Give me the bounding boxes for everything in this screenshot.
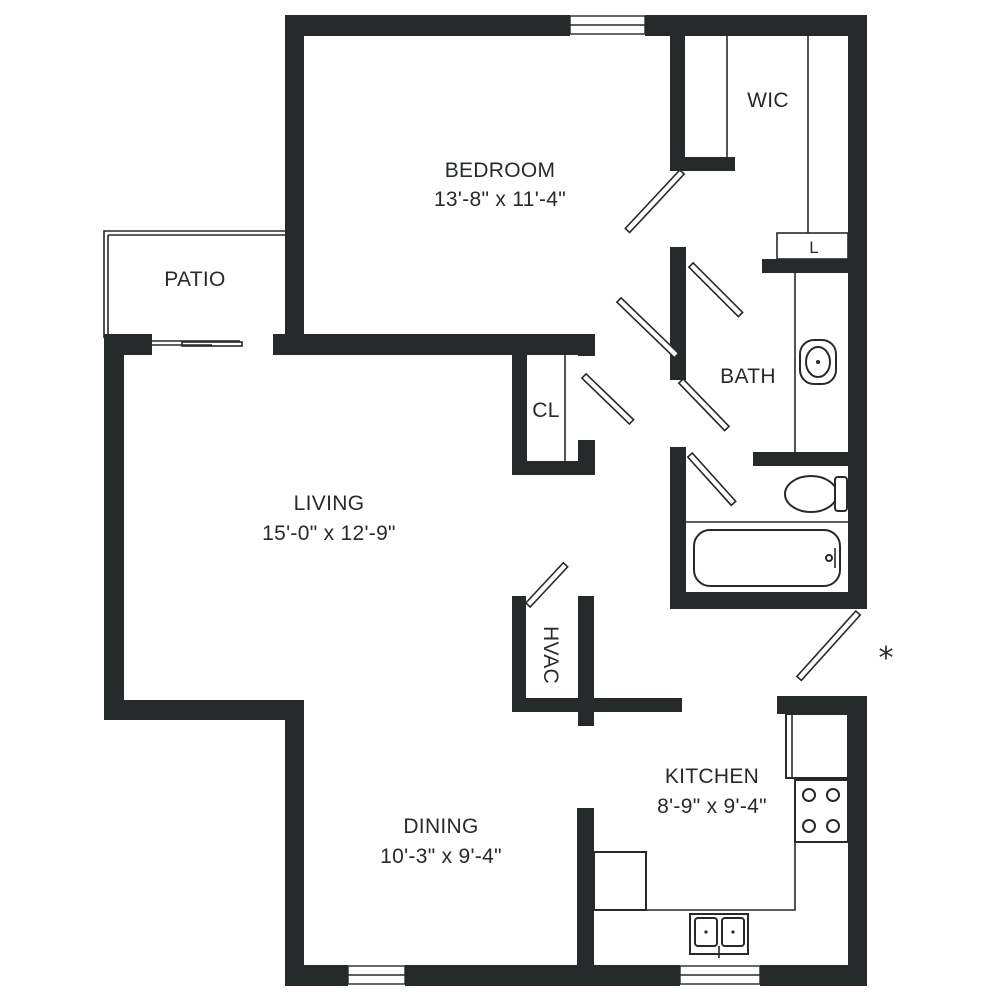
living-size: 15'-0" x 12'-9"	[262, 522, 396, 545]
refrigerator-icon	[785, 713, 849, 779]
closet-name: CL	[532, 399, 559, 422]
bathtub-icon	[686, 521, 848, 587]
patio-sliding-door[interactable]	[152, 340, 243, 347]
room-labels: BEDROOM 13'-8" x 11'-4" WIC L PATIO BATH…	[164, 89, 893, 868]
bath-fixtures	[686, 339, 848, 587]
wic-door	[624, 168, 686, 234]
stove-icon	[794, 779, 849, 843]
bedroom-name: BEDROOM	[445, 159, 556, 182]
patio-name: PATIO	[164, 268, 225, 291]
bath-inner-door-upper	[677, 377, 731, 432]
wic-name: WIC	[747, 89, 789, 112]
dining-size: 10'-3" x 9'-4"	[380, 845, 502, 868]
kitchen-sink-icon	[689, 913, 749, 958]
windows	[347, 15, 761, 985]
sink-icon	[799, 339, 837, 385]
patio-outline	[103, 230, 287, 338]
bath-inner-door-lower	[686, 451, 737, 507]
exterior-walls	[104, 15, 867, 986]
living-name: LIVING	[294, 492, 365, 515]
linen-shelf	[776, 232, 849, 260]
entry-marker: *	[879, 641, 894, 676]
kitchen-size: 8'-9" x 9'-4"	[657, 795, 767, 818]
hvac-name: HVAC	[539, 626, 562, 684]
kitchen-name: KITCHEN	[665, 765, 759, 788]
bath-door	[615, 296, 680, 359]
hvac-door	[524, 561, 569, 609]
toilet-icon	[784, 475, 848, 513]
dining-name: DINING	[403, 815, 478, 838]
doors[interactable]	[524, 168, 862, 682]
closet-door	[580, 372, 635, 426]
kitchen-fixtures	[593, 713, 849, 958]
dishwasher-icon	[593, 851, 647, 911]
interior-walls	[512, 36, 867, 985]
closet-details	[564, 36, 849, 461]
bedroom-size: 13'-8" x 11'-4"	[434, 188, 566, 211]
linen-door	[687, 261, 744, 318]
entry-door	[795, 609, 862, 682]
linen-name: L	[809, 238, 818, 257]
bath-name: BATH	[720, 365, 776, 388]
